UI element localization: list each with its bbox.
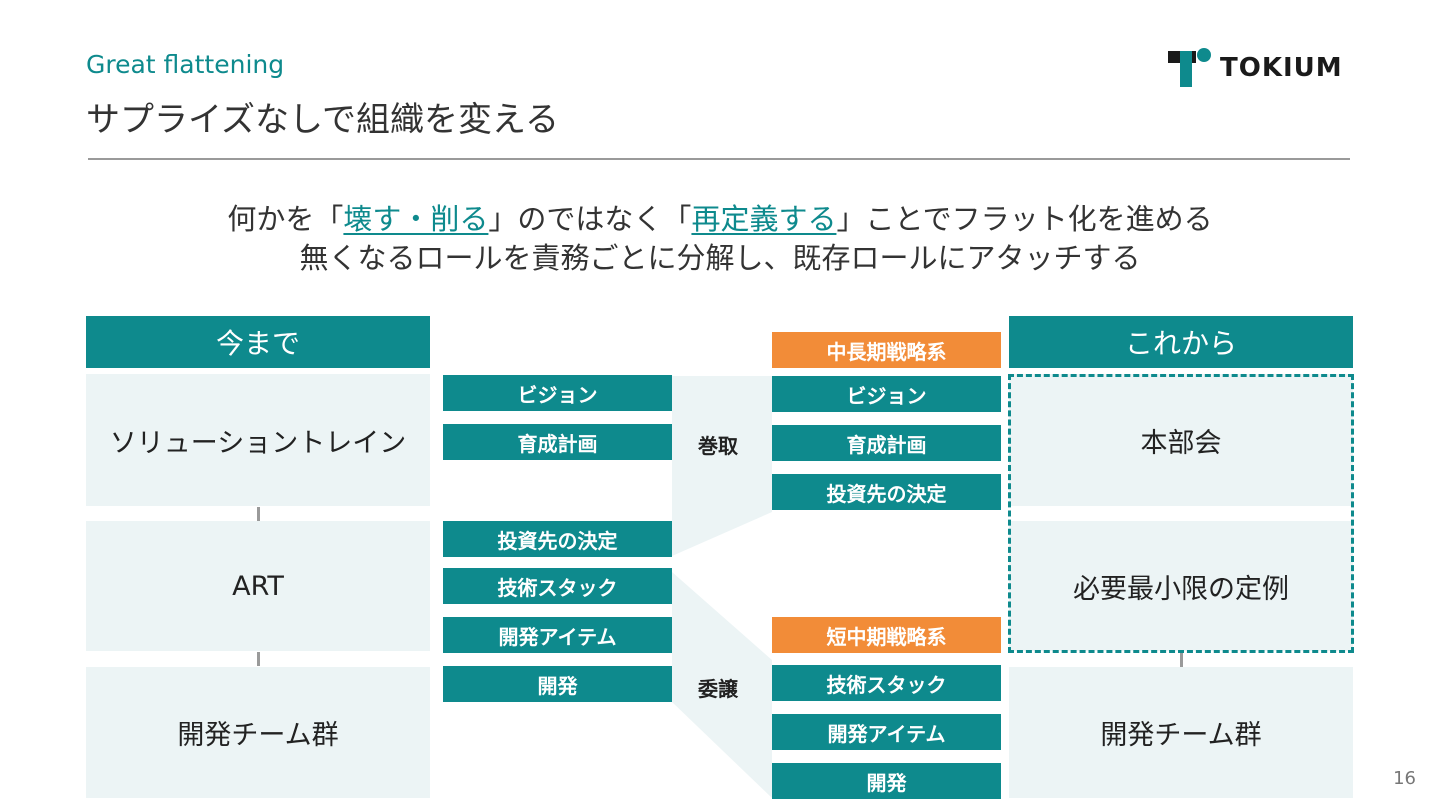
left-tag-development: 開発: [443, 666, 672, 702]
lead-link-redefine[interactable]: 再定義する: [691, 202, 837, 236]
left-tag-tech-stack: 技術スタック: [443, 568, 672, 604]
verb-delegate: 委譲: [698, 677, 738, 701]
left-tag-dev-items: 開発アイテム: [443, 617, 672, 653]
right-tag-vision: ビジョン: [772, 376, 1001, 412]
connector: [257, 507, 260, 521]
after-panel-minimal-meetings: 必要最小限の定例: [1009, 521, 1353, 651]
slide-title: サプライズなしで組織を変える: [86, 100, 559, 140]
group-label-mid-long: 中長期戦略系: [772, 332, 1001, 368]
right-tag-tech-stack: 技術スタック: [772, 665, 1001, 701]
lead-line-1: 何かを「壊す・削る」のではなく「再定義する」ことでフラット化を進める: [0, 196, 1440, 238]
tokium-logo-mark-icon: [1168, 48, 1211, 87]
before-panel-dev-teams: 開発チーム群: [86, 667, 430, 798]
lead-text: 」のではなく「: [488, 202, 692, 236]
right-tag-development: 開発: [772, 763, 1001, 799]
flow-bottom: [672, 572, 772, 798]
left-tag-training-plan: 育成計画: [443, 424, 672, 460]
connector: [1180, 653, 1183, 667]
connector: [257, 652, 260, 666]
before-header: 今まで: [86, 316, 430, 368]
group-label-short-mid: 短中期戦略系: [772, 617, 1001, 653]
left-tag-investment: 投資先の決定: [443, 521, 672, 557]
flow-top: [672, 376, 772, 556]
logo-text: TOKIUM: [1220, 53, 1343, 83]
right-tag-training-plan: 育成計画: [772, 425, 1001, 461]
after-dashed-group: [1008, 374, 1354, 653]
lead-text: 何かを「: [227, 202, 344, 236]
title-divider: [88, 158, 1350, 160]
lead-text: 」ことでフラット化を進める: [836, 202, 1213, 236]
left-tag-vision: ビジョン: [443, 375, 672, 411]
lead-line-2: 無くなるロールを責務ごとに分解し、既存ロールにアタッチする: [299, 241, 1141, 275]
lead-link-destroy[interactable]: 壊す・削る: [343, 202, 489, 236]
before-panel-solution-train: ソリューショントレイン: [86, 374, 430, 506]
after-panel-dev-teams: 開発チーム群: [1009, 667, 1353, 798]
tokium-logo: TOKIUM: [1168, 48, 1343, 88]
verb-take-over: 巻取: [698, 434, 738, 458]
before-panel-art: ART: [86, 521, 430, 651]
after-header: これから: [1009, 316, 1353, 368]
page-number: 16: [1393, 768, 1416, 789]
right-tag-investment: 投資先の決定: [772, 474, 1001, 510]
right-tag-dev-items: 開発アイテム: [772, 714, 1001, 750]
after-panel-hq-meeting: 本部会: [1009, 374, 1353, 506]
section-eyebrow: Great flattening: [86, 50, 285, 79]
